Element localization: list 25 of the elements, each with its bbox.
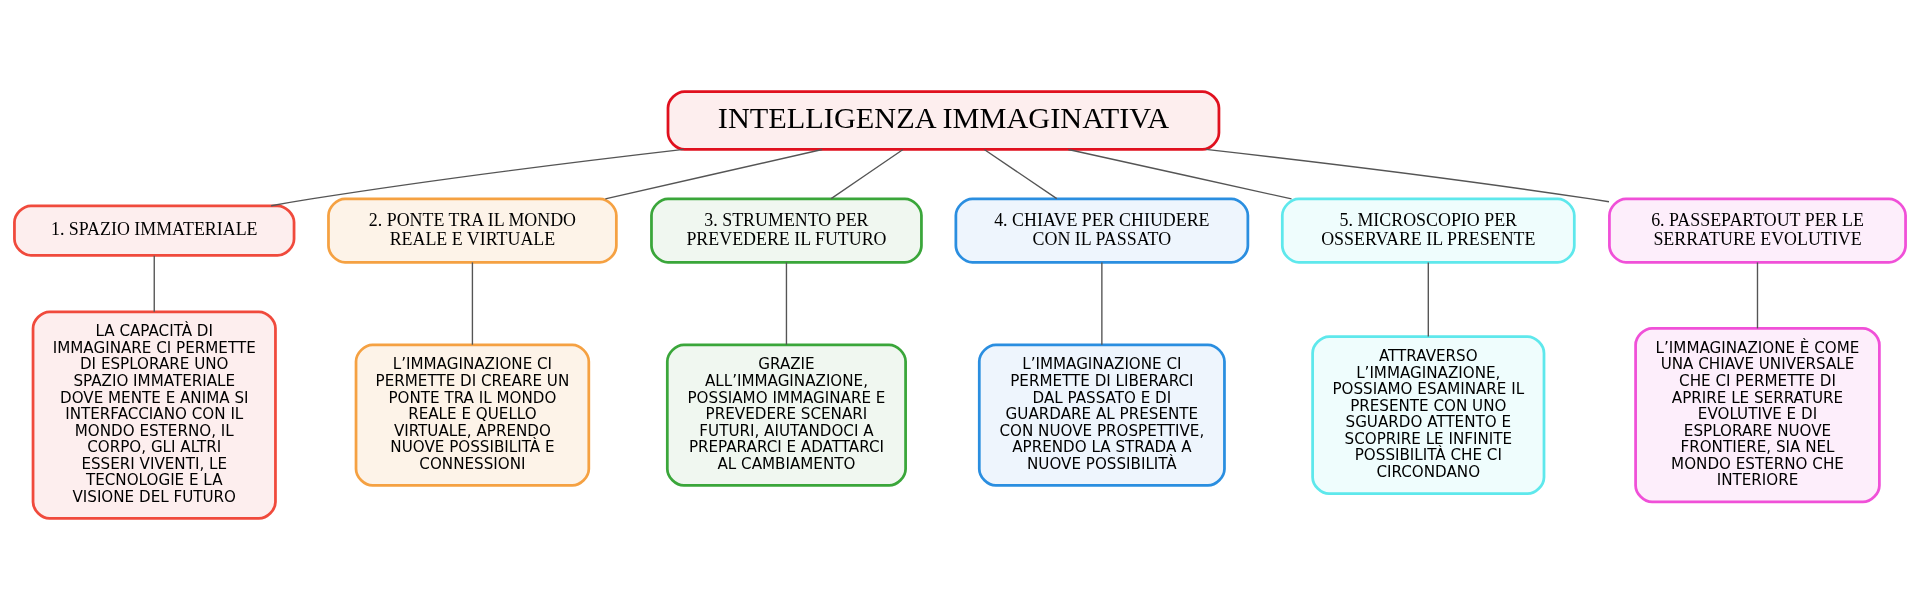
connector — [153, 254, 155, 312]
node-box: LA CAPACITÀ DI IMMAGINARE CI PERMETTE DI ESPLORARE UNO SPAZIO IMMATERIALE DOVE MENTE E ANIMA SI INTERFACCIANO CON IL MONDO ESTERNO, IL CORPO, GLI ALTRI ESSERI VIVENTI, LE TECNOLOGIE E LA VISIONE DEL FUTURO — [31, 310, 277, 520]
connector — [270, 148, 685, 206]
node-box: GRAZIE ALL’IMMAGINAZIONE, POSSIAMO IMMAGINARE E PREVEDERE SCENARI FUTURI, AIUTANDOCI A PREPARARCI E ADATTARCI AL CAMBIAMENTO — [665, 343, 907, 487]
connector — [785, 261, 788, 345]
node-box: 5. MICROSCOPIO PER OSSERVARE IL PRESENTE — [1280, 197, 1576, 264]
connector — [1427, 261, 1429, 337]
connector — [983, 148, 1058, 199]
connector — [604, 148, 823, 200]
node-box: 2. PONTE TRA IL MONDO REALE E VIRTUALE — [327, 197, 618, 264]
connector — [1067, 148, 1293, 200]
node-box: 1. SPAZIO IMMATERIALE — [13, 203, 296, 257]
node-box: ATTRAVERSO L’IMMAGINAZIONE, POSSIAMO ESAMINARE IL PRESENTE CON UNO SGUARDO ATTENTO E SCOPRIRE LE INFINITE POSSIBILITÀ CHE CI CIRCONDANO — [1311, 334, 1546, 495]
connector — [1205, 148, 1610, 202]
connector — [1756, 261, 1759, 329]
connector — [830, 148, 904, 199]
connector — [1101, 261, 1103, 345]
node-box: L’IMMAGINAZIONE CI PERMETTE DI CREARE UN PONTE TRA IL MONDO REALE E QUELLO VIRTUALE, APRENDO NUOVE POSSIBILITÀ E CONNESSIONI — [354, 343, 591, 487]
node-box: 4. CHIAVE PER CHIUDERE CON IL PASSATO — [954, 197, 1250, 264]
node-box: 3. STRUMENTO PER PREVEDERE IL FUTURO — [650, 197, 923, 264]
node-box: 6. PASSEPARTOUT PER LE SERRATURE EVOLUTIVE — [1608, 197, 1907, 264]
node-box: L’IMMAGINAZIONE È COME UNA CHIAVE UNIVERSALE CHE CI PERMETTE DI APRIRE LE SERRATURE EVOLUTIVE E DI ESPLORARE NUOVE FRONTIERE, SIA NEL MONDO ESTERNO CHE INTERIORE — [1634, 326, 1881, 503]
node-box: L’IMMAGINAZIONE CI PERMETTE DI LIBERARCI DAL PASSATO E DI GUARDARE AL PRESENTE CON NUOVE PROSPETTIVE, APRENDO LA STRADA A NUOVE POSSIBILITÀ — [977, 343, 1226, 487]
node-box: INTELLIGENZA IMMAGINATIVA — [666, 89, 1221, 151]
connector — [471, 261, 474, 345]
